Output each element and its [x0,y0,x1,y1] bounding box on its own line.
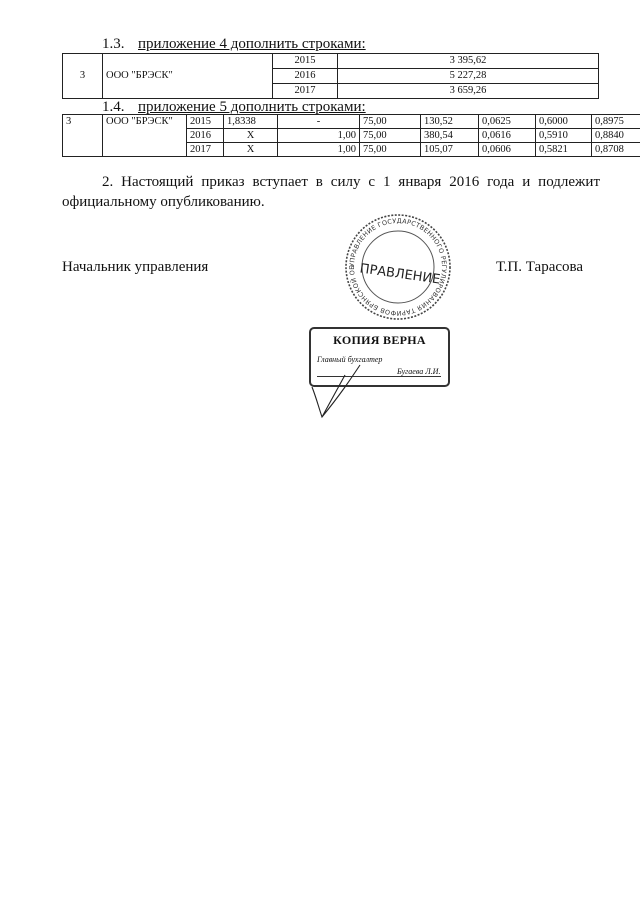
handwritten-signature-icon [311,364,361,419]
appendix-4-table: 3 ООО "БРЭСК" 2015 3 395,62 2016 5 227,2… [62,53,599,99]
stamp-name: Бугаева Л.И. [397,367,441,376]
value-cell: 1,8338 [223,114,278,129]
value-cell: 0,0616 [478,128,536,143]
value-cell: 75,00 [359,114,421,129]
value-cell: 0,0625 [478,114,536,129]
value-cell: 3 659,26 [337,83,599,99]
stamp-role: Главный бухгалтер [317,355,383,364]
value-cell: 380,54 [420,128,479,143]
year-cell: 2015 [272,53,338,69]
value-cell: 5 227,28 [337,68,599,84]
value-cell: 0,8840 [591,128,640,143]
organization-cell: ООО "БРЭСК" [102,114,187,157]
year-cell: 2016 [186,128,224,143]
section-text: приложение 4 дополнить строками: [138,36,366,52]
appendix-5-table: 3 ООО "БРЭСК" 2015 1,8338 - 75,00 130,52… [62,114,640,157]
svg-text:УПРАВЛЕНИЕ ГОСУДАРСТВЕННОГО РЕ: УПРАВЛЕНИЕ ГОСУДАРСТВЕННОГО РЕГУЛИРОВАНИ… [333,212,448,317]
value-cell: 1,00 [277,142,360,157]
value-cell: 1,00 [277,128,360,143]
value-cell: 130,52 [420,114,479,129]
year-cell: 2016 [272,68,338,84]
value-cell: - [277,114,360,129]
value-cell: X [223,142,278,157]
value-cell: 0,0606 [478,142,536,157]
table-row: 2016 X 1,00 75,00 380,54 0,0616 0,5910 0… [63,128,640,143]
year-cell: 2015 [186,114,224,129]
official-seal-icon: УПРАВЛЕНИЕ ГОСУДАРСТВЕННОГО РЕГУЛИРОВАНИ… [333,212,451,320]
section-number: 1.3. [102,36,125,52]
value-cell: 3 395,62 [337,53,599,69]
year-cell: 2017 [186,142,224,157]
organization-cell: ООО "БРЭСК" [102,53,273,99]
value-cell: 75,00 [359,142,421,157]
value-cell: 75,00 [359,128,421,143]
row-number-cell: 3 [62,53,103,99]
section-number: 1.4. [102,99,125,115]
value-cell: 0,6000 [535,114,592,129]
seal-center-text: ПРАВЛЕНИЕ [359,261,441,287]
table-row: 2017 3 659,26 [63,83,599,99]
value-cell: 0,5821 [535,142,592,157]
seal-ring-text: УПРАВЛЕНИЕ ГОСУДАРСТВЕННОГО РЕГУЛИРОВАНИ… [333,212,448,317]
stamp-title: КОПИЯ ВЕРНА [333,333,426,347]
table-row: 2017 X 1,00 75,00 105,07 0,0606 0,5821 0… [63,142,640,157]
paragraph-effective-date: 2. Настоящий приказ вступает в силу с 1 … [62,174,600,210]
section-1-4-heading: 1.4. приложение 5 дополнить строками: [102,99,366,115]
stamp-underline [317,376,441,377]
signatory-role: Начальник управления [62,259,209,275]
row-number-cell: 3 [62,114,103,157]
value-cell: X [223,128,278,143]
value-cell: 0,8708 [591,142,640,157]
table-row: 3 ООО "БРЭСК" 2015 3 395,62 [62,53,599,99]
value-cell: 0,5910 [535,128,592,143]
value-cell: 105,07 [420,142,479,157]
value-cell: 0,8975 [591,114,640,129]
section-text: приложение 5 дополнить строками: [138,99,366,115]
section-1-3-heading: 1.3. приложение 4 дополнить строками: [102,36,366,52]
copy-certified-stamp: КОПИЯ ВЕРНА Главный бухгалтер Бугаева Л.… [309,327,450,387]
table-row: 3 ООО "БРЭСК" 2015 1,8338 - 75,00 130,52… [62,114,640,157]
signatory-name: Т.П. Тарасова [496,259,584,275]
year-cell: 2017 [272,83,338,99]
